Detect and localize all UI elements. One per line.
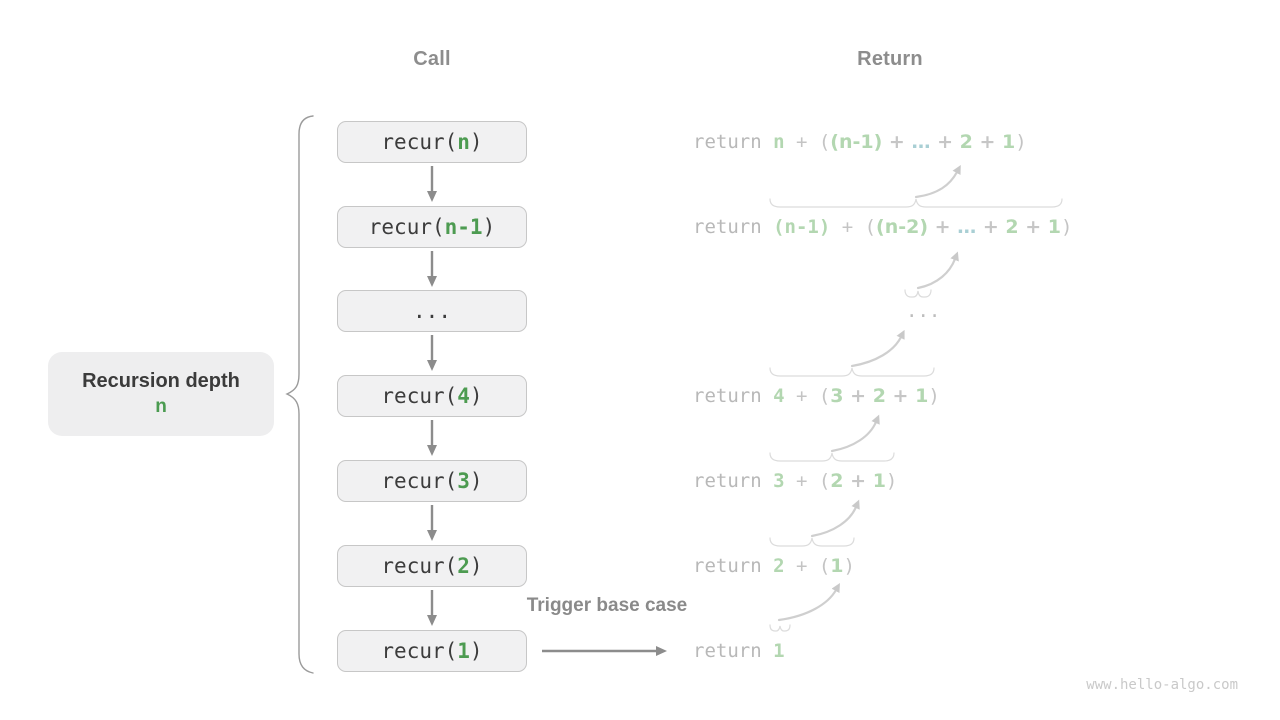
call-box-text: recur( <box>381 554 458 578</box>
return-value: n <box>773 131 785 153</box>
return-operator: ) <box>1015 131 1027 153</box>
recursion-depth-value: n <box>155 396 167 417</box>
return-operator: ) <box>928 385 940 407</box>
return-operator: + <box>928 216 958 238</box>
call-box-recur-n-1: recur(n-1) <box>337 206 527 248</box>
call-box-arg: 1 <box>457 639 470 663</box>
return-value: 2 <box>872 385 886 407</box>
return-arrow-5 <box>810 499 860 538</box>
call-box-text: ) <box>469 554 483 578</box>
return-operator: + <box>885 385 916 407</box>
call-box-recur-3: recur(3) <box>337 460 527 502</box>
call-box-text: ) <box>469 384 483 408</box>
return-operator: + <box>972 131 1002 153</box>
call-box-text: ... <box>413 299 451 323</box>
overbrace-row4 <box>769 367 935 377</box>
return-operator: + <box>976 216 1006 238</box>
call-box-recur-2: recur(2) <box>337 545 527 587</box>
return-value: 1 <box>1002 131 1016 153</box>
call-box-ellipsis: ... <box>337 290 527 332</box>
recursion-depth-label: Recursion depth n <box>48 352 274 436</box>
return-value: (n-1) <box>773 216 831 238</box>
return-value: 4 <box>773 385 785 407</box>
return-arrow-3 <box>850 329 905 368</box>
return-keyword: return <box>693 131 774 153</box>
return-row-4: return 4 + (3 + 2 + 1) <box>693 383 940 409</box>
return-operator: + <box>882 131 912 153</box>
return-value: 1 <box>872 470 886 492</box>
return-operator: ) <box>1060 216 1073 238</box>
return-row-n: return n + ((n-1) + … + 2 + 1) <box>693 129 1027 155</box>
return-operator: + ( <box>784 470 831 492</box>
call-box-recur-4: recur(4) <box>337 375 527 417</box>
return-value: (n-2) <box>876 216 929 238</box>
call-box-text: recur( <box>381 469 458 493</box>
return-operator: + ( <box>784 555 831 577</box>
return-ellipsis: … <box>957 216 977 238</box>
return-keyword: return <box>693 216 774 238</box>
overbrace-row3-dots <box>904 289 932 298</box>
return-operator: + <box>843 470 873 492</box>
return-keyword: return <box>693 470 774 492</box>
return-operator: + <box>843 385 873 407</box>
overbrace-row7 <box>769 624 791 632</box>
return-operator: ) <box>843 555 855 577</box>
return-operator: + ( <box>830 216 877 238</box>
overbrace-row2 <box>769 198 1063 208</box>
call-box-text: recur( <box>381 639 458 663</box>
return-value: 1 <box>773 640 785 662</box>
return-ellipsis: ... <box>906 300 941 322</box>
return-row-ellipsis: ... <box>906 298 940 324</box>
return-ellipsis: … <box>911 131 931 153</box>
return-arrow-1 <box>914 164 961 199</box>
return-row-1: return 1 <box>693 638 785 664</box>
return-arrow-6 <box>777 583 840 622</box>
call-box-arg: 4 <box>457 384 470 408</box>
return-keyword: return <box>693 385 774 407</box>
return-arrow-2 <box>916 251 959 290</box>
call-box-text: ) <box>469 469 483 493</box>
trigger-base-case-label: Trigger base case <box>526 595 688 616</box>
overbrace-row6 <box>769 537 855 547</box>
return-operator: ) <box>885 470 898 492</box>
call-box-text: ) <box>469 639 483 663</box>
return-value: 2 <box>773 555 785 577</box>
call-box-text: recur( <box>368 215 445 239</box>
return-operator: + ( <box>784 131 831 153</box>
call-box-recur-n: recur(n) <box>337 121 527 163</box>
return-value: 1 <box>830 555 844 577</box>
return-value: (n-1) <box>830 131 883 153</box>
recursion-depth-title: Recursion depth <box>82 370 240 392</box>
call-box-text: recur( <box>381 130 458 154</box>
call-column-header: Call <box>413 48 451 70</box>
overbrace-row5 <box>769 452 895 462</box>
depth-brace <box>285 115 314 674</box>
call-box-text: recur( <box>381 384 458 408</box>
return-operator: + ( <box>784 385 831 407</box>
return-value: 1 <box>1047 216 1061 238</box>
return-row-n-1: return (n-1) + ((n-2) + … + 2 + 1) <box>693 214 1072 240</box>
return-value: 1 <box>915 385 929 407</box>
return-arrow-4 <box>830 414 880 453</box>
return-keyword: return <box>693 640 774 662</box>
call-box-recur-1: recur(1) <box>337 630 527 672</box>
return-row-3: return 3 + (2 + 1) <box>693 468 897 494</box>
call-box-arg: 2 <box>457 554 470 578</box>
return-operator: + <box>1018 216 1048 238</box>
return-keyword: return <box>693 555 774 577</box>
return-row-2: return 2 + (1) <box>693 553 855 579</box>
return-value: 2 <box>1005 216 1019 238</box>
call-box-arg: n-1 <box>444 215 483 239</box>
return-value: 2 <box>830 470 844 492</box>
watermark: www.hello-algo.com <box>1086 677 1238 693</box>
return-operator: + <box>930 131 960 153</box>
return-column-header: Return <box>857 48 923 70</box>
call-box-arg: 3 <box>457 469 470 493</box>
return-value: 2 <box>959 131 973 153</box>
call-box-arg: n <box>457 130 470 154</box>
call-box-text: ) <box>469 130 483 154</box>
return-value: 3 <box>773 470 785 492</box>
call-box-text: ) <box>482 215 496 239</box>
return-value: 3 <box>830 385 844 407</box>
